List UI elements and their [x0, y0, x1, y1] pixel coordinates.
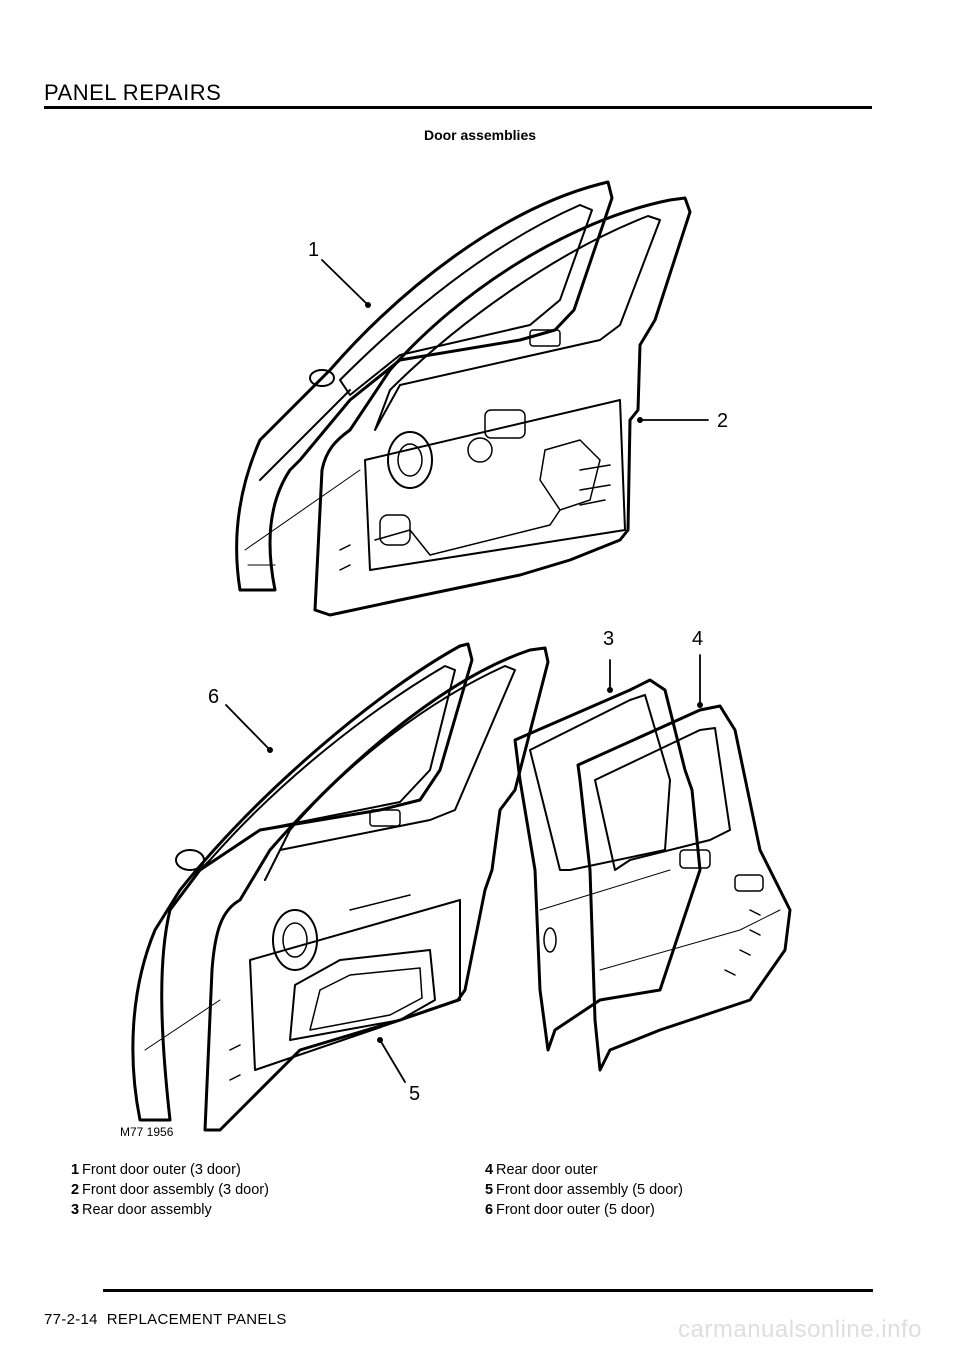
front-door-assembly-5-door [203, 646, 550, 1132]
footer-page-number: 77-2-14 [44, 1311, 98, 1328]
legend-num: 2 [71, 1182, 80, 1198]
legend-num: 4 [485, 1162, 494, 1178]
callout-4: 4 [692, 628, 703, 650]
legend-num: 5 [485, 1182, 494, 1198]
watermark: carmanualsonline.info [678, 1316, 922, 1343]
legend-num: 3 [71, 1202, 80, 1218]
legend-text: Front door outer (3 door) [82, 1162, 241, 1178]
legend-num: 1 [71, 1162, 80, 1178]
legend-text: Front door assembly (5 door) [496, 1182, 683, 1198]
legend-text: Front door assembly (3 door) [82, 1182, 269, 1198]
legend-num: 6 [485, 1202, 494, 1218]
front-door-assembly-3-door [313, 196, 692, 617]
callout-dots [267, 302, 703, 1043]
figure-code: M77 1956 [120, 1125, 174, 1139]
rear-door-assembly [513, 678, 702, 1052]
callout-5: 5 [409, 1083, 420, 1105]
door-assemblies-illustration: 1 2 3 4 5 6 M77 1956 [100, 170, 860, 1150]
front-door-outer-5-door [131, 642, 474, 1122]
legend-text: Rear door assembly [82, 1202, 212, 1218]
page-header-title: PANEL REPAIRS [44, 80, 222, 105]
callout-leader-lines [225, 259, 709, 1083]
callout-6: 6 [208, 686, 219, 708]
footer-rule [103, 1289, 873, 1292]
legend-text: Rear door outer [496, 1162, 598, 1178]
callout-1: 1 [308, 239, 319, 261]
callout-2: 2 [717, 410, 728, 432]
rear-door-outer [576, 704, 792, 1072]
front-door-outer-3-door [235, 180, 614, 592]
page-footer: 77-2-14 REPLACEMENT PANELS [44, 1311, 287, 1328]
callout-3: 3 [603, 628, 614, 650]
legend-text: Front door outer (5 door) [496, 1202, 655, 1218]
header-rule [44, 106, 872, 109]
figure-title: Door assemblies [423, 127, 537, 143]
footer-section: REPLACEMENT PANELS [106, 1311, 287, 1328]
